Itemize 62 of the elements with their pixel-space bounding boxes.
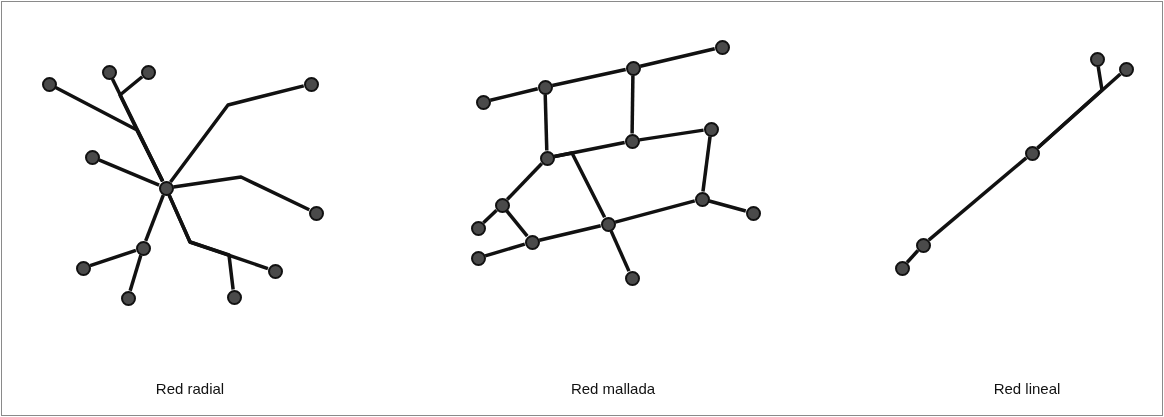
network-node <box>1024 145 1040 161</box>
connector-line <box>118 75 165 183</box>
connector-line <box>630 75 635 134</box>
network-node <box>539 150 555 166</box>
connector-line <box>98 158 160 187</box>
network-node <box>75 260 91 276</box>
network-node <box>470 220 486 236</box>
connector-line <box>144 194 165 242</box>
network-node <box>101 64 117 80</box>
network-node <box>140 64 156 80</box>
connector-line <box>484 242 526 258</box>
network-node <box>915 237 931 253</box>
connector-line <box>482 208 498 225</box>
connector-line <box>505 162 544 201</box>
network-node <box>470 250 486 266</box>
connector-line <box>173 175 310 212</box>
connector-line <box>905 249 920 264</box>
network-node <box>625 60 641 76</box>
connector-line <box>489 87 539 102</box>
connector-line <box>639 47 716 68</box>
network-node <box>120 290 136 306</box>
connector-line <box>927 156 1028 242</box>
network-node <box>745 205 761 221</box>
connector-line <box>543 94 549 151</box>
connector-line <box>639 128 704 142</box>
network-node <box>624 133 640 149</box>
connector-line <box>1036 72 1122 150</box>
connector-line <box>708 199 747 213</box>
network-node <box>694 191 710 207</box>
network-node <box>303 76 319 92</box>
network-node <box>714 39 730 55</box>
connector-line <box>609 230 631 272</box>
connector-line <box>614 199 696 224</box>
network-node <box>524 234 540 250</box>
network-node <box>475 94 491 110</box>
network-node <box>135 240 151 256</box>
connector-line <box>551 67 627 88</box>
network-node <box>308 205 324 221</box>
network-node <box>537 79 553 95</box>
connector-line <box>554 151 607 219</box>
network-caption: Red lineal <box>993 380 1061 397</box>
network-node <box>894 260 910 276</box>
connector-line <box>89 248 137 268</box>
connector-line <box>505 209 529 238</box>
network-caption: Red radial <box>155 380 225 397</box>
connector-line <box>128 254 143 292</box>
network-node <box>1118 61 1134 77</box>
network-node <box>226 289 242 305</box>
network-node <box>600 216 616 232</box>
network-caption: Red mallada <box>570 380 656 397</box>
network-node <box>267 263 283 279</box>
network-node <box>703 121 719 137</box>
connector-line <box>169 84 305 184</box>
connector-line <box>538 224 602 242</box>
network-node <box>84 149 100 165</box>
network-node <box>1089 51 1105 67</box>
network-node <box>494 197 510 213</box>
network-node <box>624 270 640 286</box>
connector-line <box>167 194 235 290</box>
network-node <box>41 76 57 92</box>
network-node <box>158 180 174 196</box>
connector-line <box>701 136 712 192</box>
